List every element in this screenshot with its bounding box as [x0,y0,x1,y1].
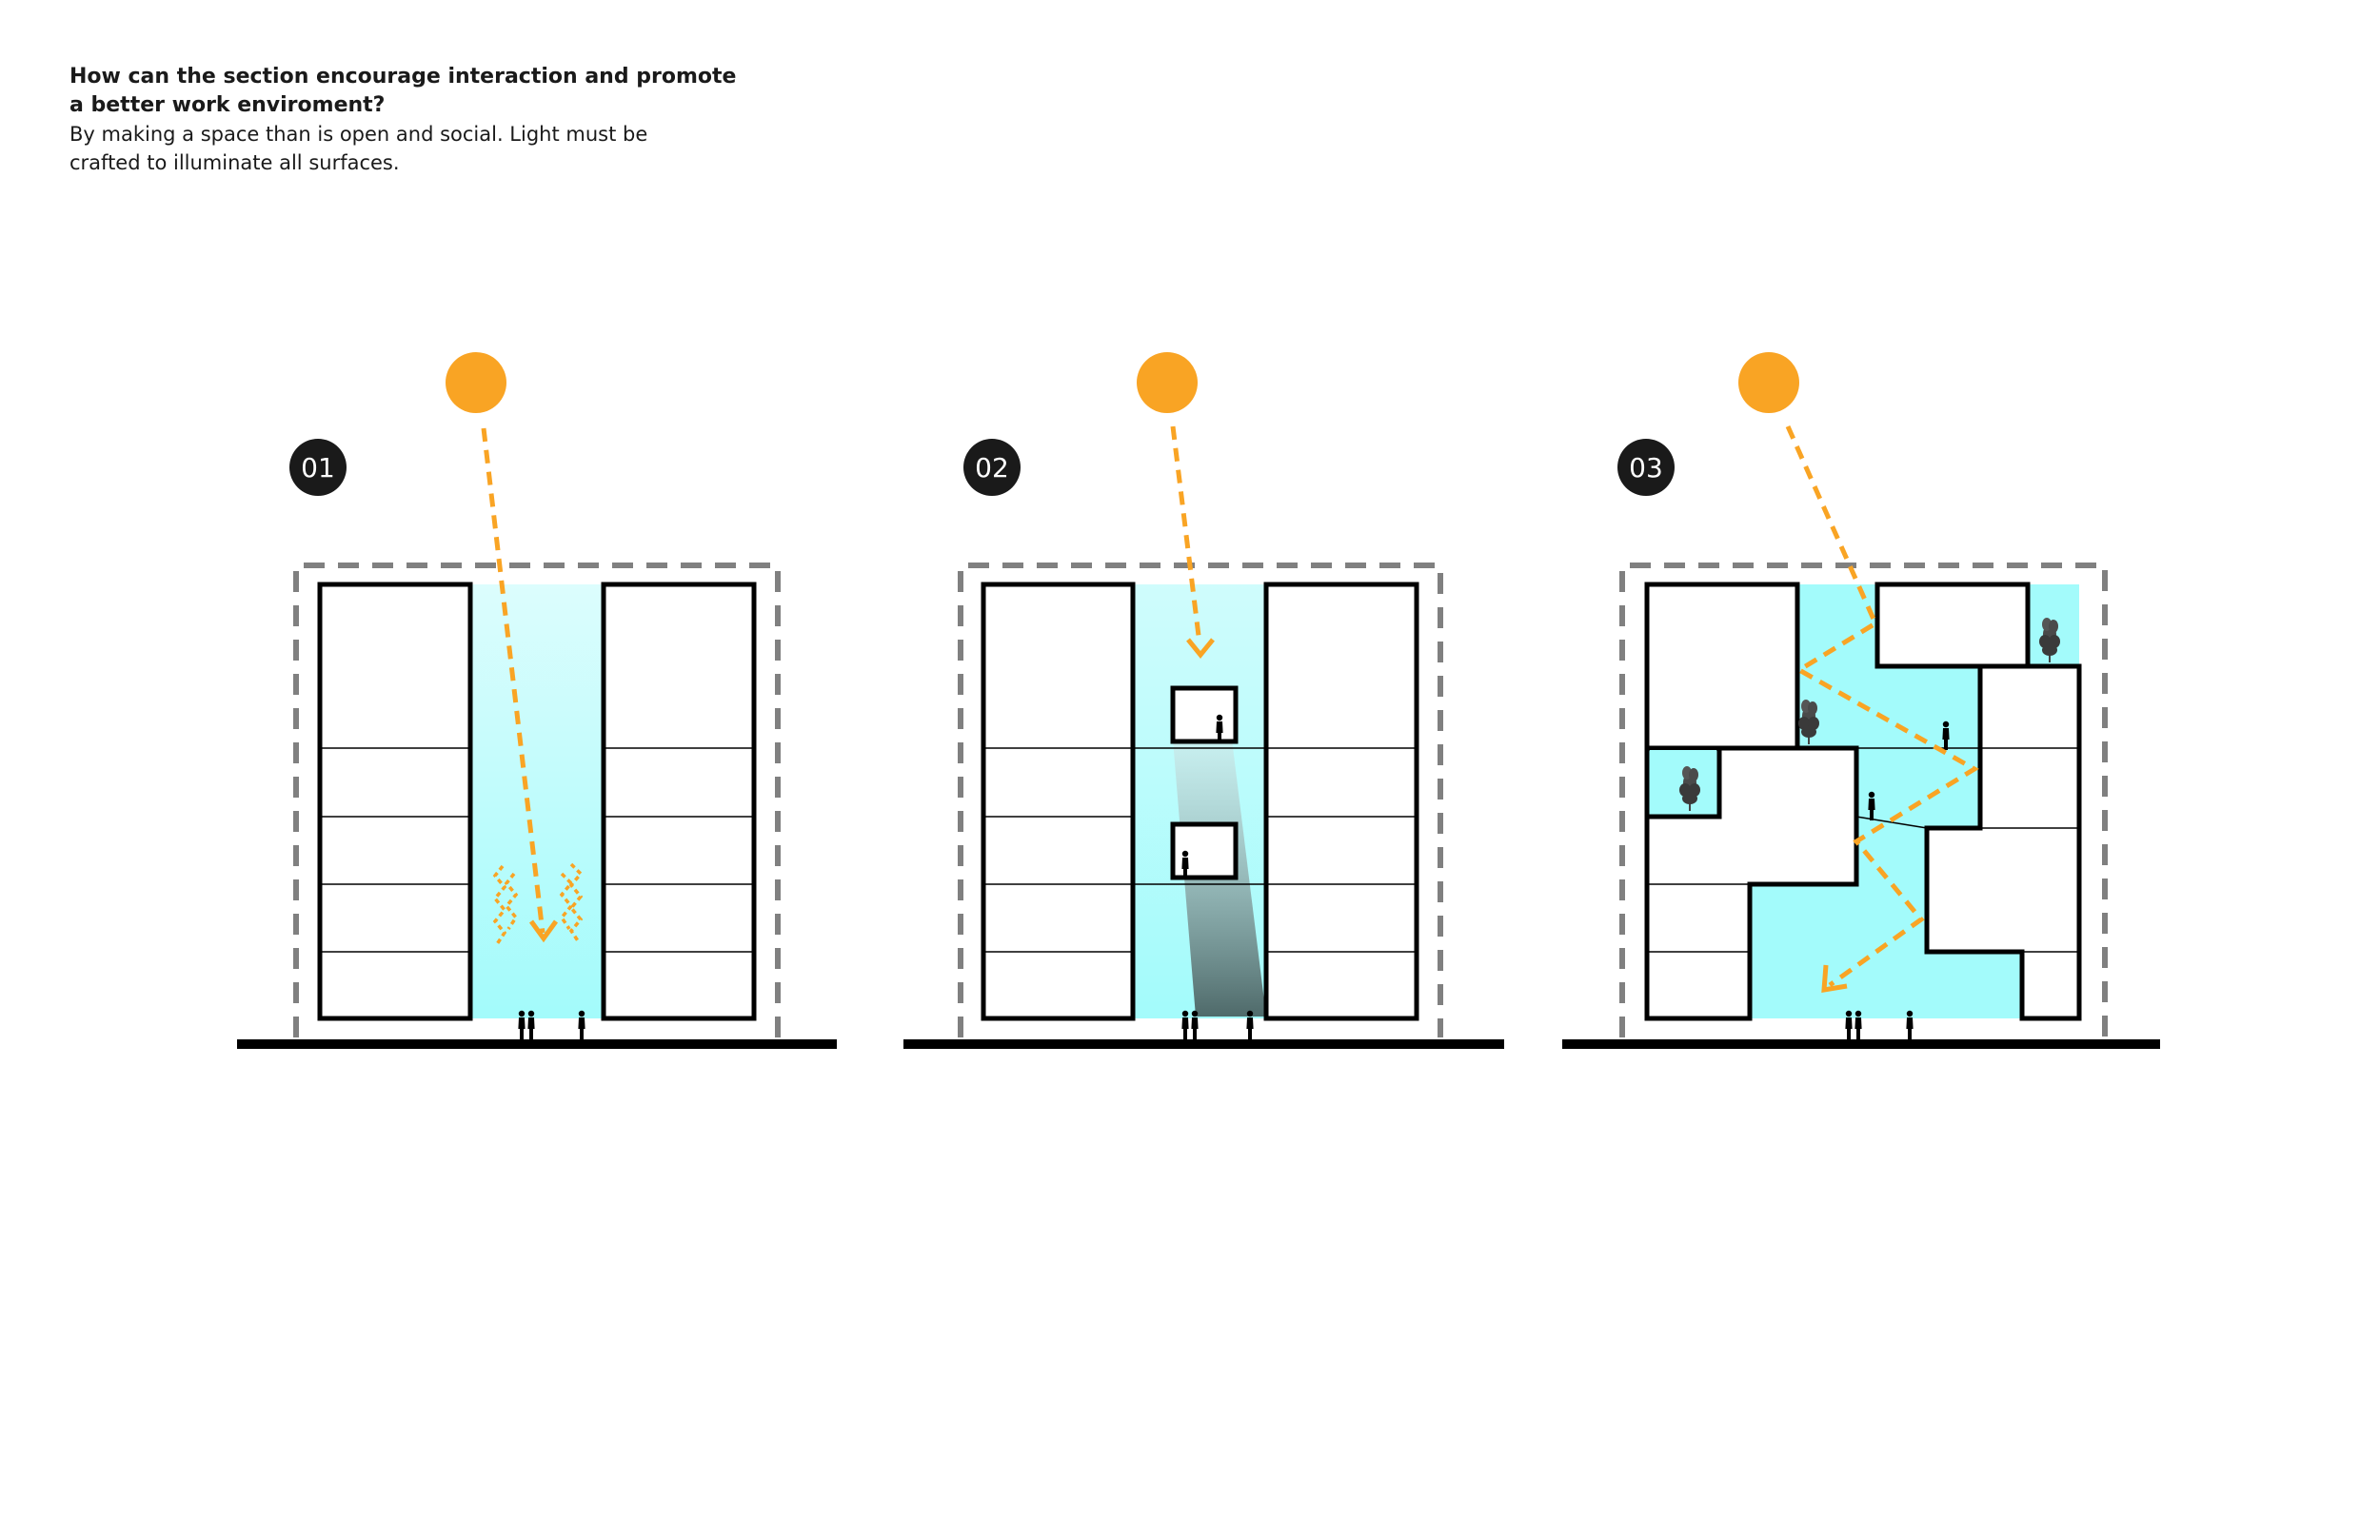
light-path [1785,424,1979,988]
diagram-01: 01 [237,352,837,1049]
person-icon [518,1010,526,1039]
diffuse-light-left [492,864,519,945]
person-icon [1181,1010,1189,1039]
stepped-outline [1644,584,2082,1021]
block-top-left-outline [1644,582,1800,751]
intro-answer: By making a space than is open and socia… [69,123,648,174]
light-arrow-head-icon [1821,964,1848,993]
light-bay-left-edges [1647,748,1722,819]
diagram-number: 02 [975,452,1009,484]
building-block-left [981,582,1136,1021]
floor-lines-left [320,747,470,953]
floor-lines-left [983,747,1133,953]
person-icon [1191,1010,1199,1039]
number-badge [1617,439,1675,496]
intro-text-block: How can the section encourage interactio… [69,63,793,177]
diagram-02: 02 [903,352,1504,1049]
number-badge [289,439,347,496]
diagram-03: 03 [1562,352,2160,1049]
person-icon [578,1010,585,1039]
number-badge [963,439,1021,496]
building-block-right [601,582,757,1021]
person-icon [1906,1010,1914,1039]
building-block-left [317,582,473,1021]
building-block-right [1263,582,1419,1021]
light-path [481,427,545,934]
ground-line [903,1039,1504,1049]
suspended-box-upper [1170,685,1239,744]
block-top-right [1874,582,2031,669]
ground-line [1562,1039,2160,1049]
floor-lines-right [1266,747,1417,953]
floor-lines-right [604,747,754,953]
diagram-number: 03 [1629,452,1663,484]
sun-icon [446,352,506,413]
person-icon [1845,1010,1853,1039]
ground-line [237,1039,837,1049]
light-path [1170,425,1202,644]
diagram-number: 01 [301,452,335,484]
mid-plate-cover [1723,748,1856,817]
diffuse-light-right [559,862,584,943]
atrium-floor-lines [1133,747,1266,885]
atrium-fill [470,584,604,1018]
person-icon [1854,1010,1862,1039]
sun-icon [1738,352,1799,413]
person-icon [1246,1010,1254,1039]
intro-question: How can the section encourage interactio… [69,65,737,117]
light-arrow-head-icon [1186,638,1215,659]
suspended-box-lower [1170,821,1239,880]
sun-icon [1137,352,1198,413]
light-arrow-head-icon [528,919,559,943]
person-icon [527,1010,535,1039]
